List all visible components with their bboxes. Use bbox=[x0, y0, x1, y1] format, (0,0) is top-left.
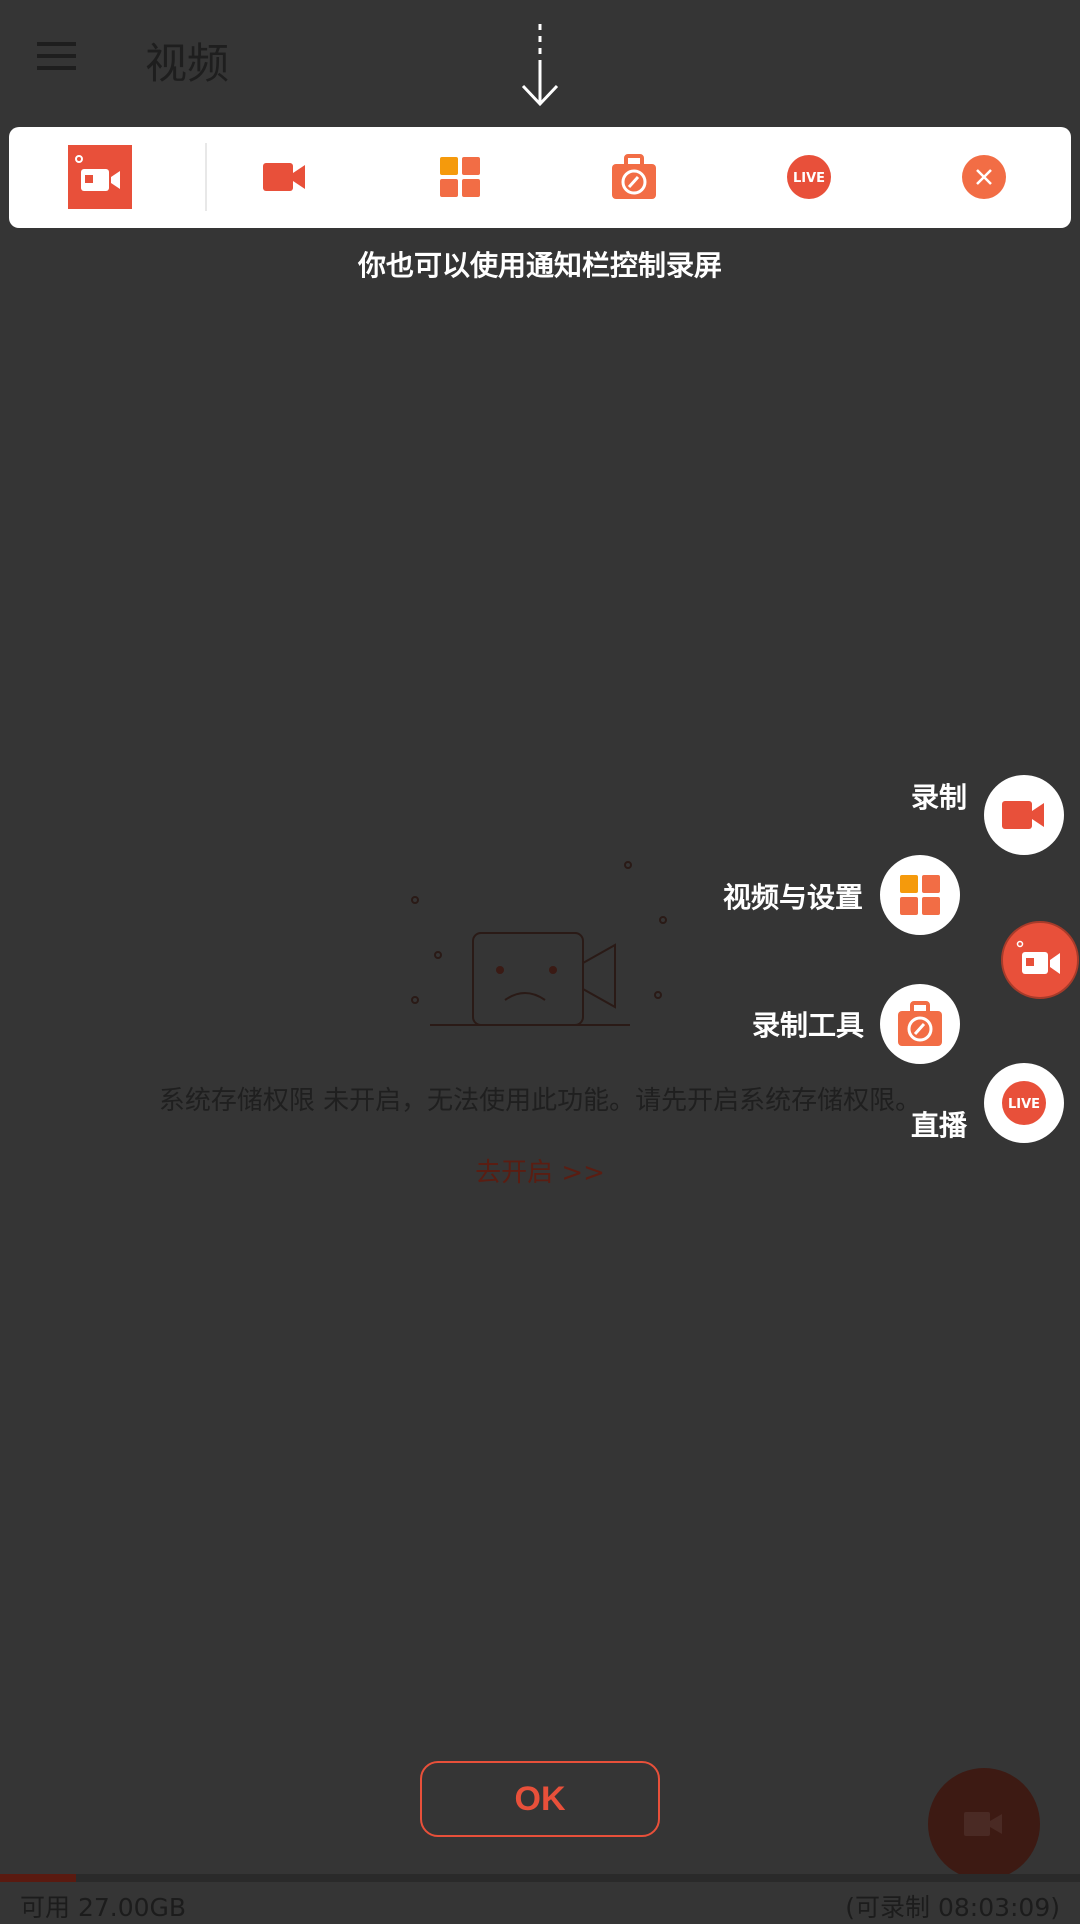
page-title: 视频 bbox=[145, 39, 230, 88]
live-icon[interactable]: LIVE bbox=[787, 155, 831, 199]
video-camera-icon bbox=[964, 1812, 1002, 1836]
toolbox-icon[interactable] bbox=[611, 154, 657, 200]
arrow-down-icon bbox=[521, 24, 559, 107]
record-fab[interactable] bbox=[928, 1768, 1040, 1880]
notification-bar: LIVE bbox=[9, 127, 1071, 228]
fab-record-button[interactable] bbox=[984, 775, 1064, 855]
fab-label-record: 录制 bbox=[910, 781, 967, 814]
close-icon[interactable] bbox=[962, 155, 1006, 199]
svg-text:LIVE: LIVE bbox=[793, 171, 825, 186]
fab-live-button[interactable]: LIVE bbox=[984, 1063, 1064, 1143]
fab-label-settings: 视频与设置 bbox=[722, 881, 863, 914]
fab-settings-button[interactable] bbox=[880, 855, 960, 935]
notification-caption: 你也可以使用通知栏控制录屏 bbox=[357, 249, 722, 282]
storage-progress-bar bbox=[0, 1874, 1080, 1882]
grid-icon bbox=[900, 875, 940, 915]
storage-progress-fill bbox=[0, 1874, 76, 1882]
live-icon: LIVE bbox=[1002, 1081, 1046, 1125]
record-icon[interactable] bbox=[263, 161, 307, 193]
floating-main-button[interactable] bbox=[1001, 921, 1079, 999]
app-logo-icon[interactable] bbox=[68, 145, 132, 209]
toolbox-icon bbox=[898, 1001, 942, 1046]
grid-icon[interactable] bbox=[440, 157, 480, 197]
svg-text:LIVE: LIVE bbox=[1008, 1097, 1040, 1112]
ok-button[interactable]: OK bbox=[420, 1761, 660, 1837]
record-icon bbox=[1002, 801, 1044, 829]
app-logo-icon bbox=[1016, 940, 1060, 974]
recordable-time: (可录制 08:03:09) bbox=[845, 1893, 1060, 1922]
permission-message: 系统存储权限 未开启，无法使用此功能。请先开启系统存储权限。 bbox=[158, 1086, 922, 1116]
menu-button[interactable] bbox=[37, 42, 76, 70]
fab-label-tools: 录制工具 bbox=[751, 1009, 864, 1042]
divider bbox=[205, 143, 207, 211]
empty-camera-illustration bbox=[411, 861, 667, 1026]
fab-label-live: 直播 bbox=[910, 1109, 967, 1142]
available-storage: 可用 27.00GB bbox=[20, 1893, 187, 1922]
fab-tools-button[interactable] bbox=[880, 984, 960, 1064]
enable-permission-link[interactable]: 去开启 >> bbox=[475, 1158, 605, 1188]
